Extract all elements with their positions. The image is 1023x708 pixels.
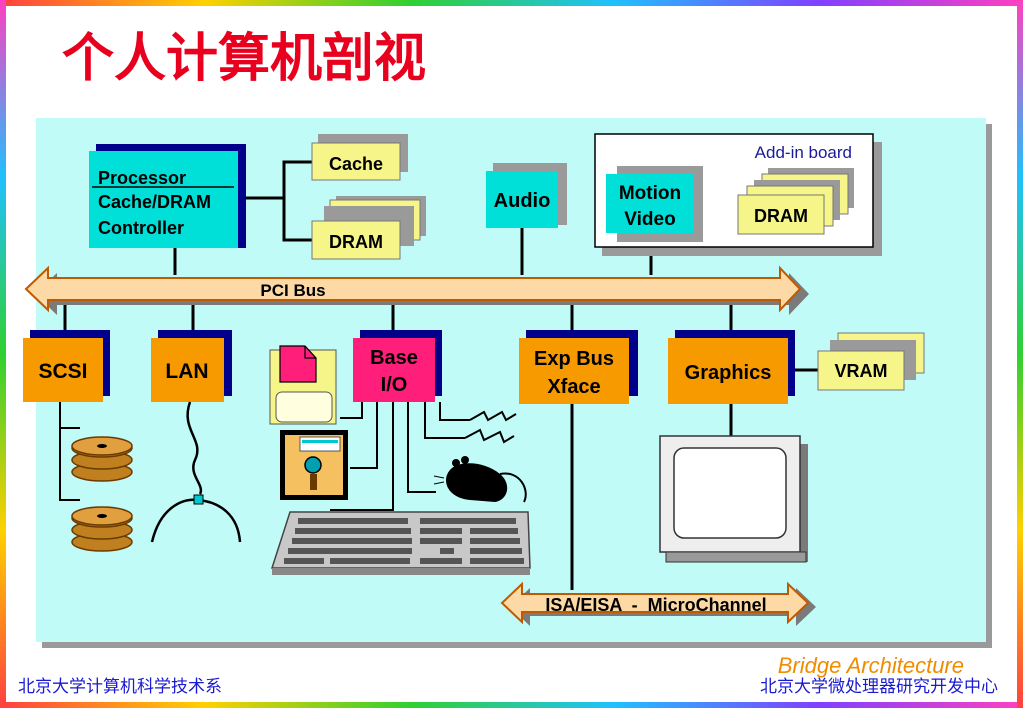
monitor-icon [659,435,808,563]
scsi-box [23,338,103,402]
motion-label: Motion [619,183,681,204]
addin-dram-label: DRAM [754,206,808,226]
isa-bus-label: ISA/EISA - MicroChannel [545,595,766,615]
printer-icon [269,345,337,425]
base-label: Base [370,347,418,369]
xface-label: Xface [547,376,600,398]
dram-label: DRAM [329,232,383,252]
lan-label: LAN [165,360,208,383]
lan-box [151,338,224,402]
cache-controller-label: Cache/DRAM [98,192,211,212]
network-cable-icon [150,401,242,543]
processor-label: Processor [98,168,186,188]
audio-label: Audio [494,190,551,212]
mouse-icon [433,456,527,503]
video-label: Video [624,209,675,230]
motion-video-box [606,174,694,233]
base-io-box [353,338,435,402]
pci-bus [24,265,802,313]
frame-right [1017,0,1023,708]
scsi-label: SCSI [38,360,87,383]
graphics-box [668,338,788,404]
exp-bus-box [519,338,629,404]
isa-bus [500,581,810,625]
controller-label: Controller [98,218,184,238]
frame-bottom [0,702,1023,708]
frame-left [0,0,6,708]
cache-label: Cache [329,154,383,174]
addin-board-label: Add-in board [755,143,852,162]
cache-box [311,142,401,181]
keyboard-icon [270,511,531,575]
pci-bus-label: PCI Bus [260,281,325,300]
vram-box [817,350,905,391]
vram-label: VRAM [835,361,888,381]
dram-box [311,220,401,260]
footer-right: 北京大学微处理器研究开发中心 [760,677,998,697]
page-title: 个人计算机剖视 [62,28,426,89]
addin-dram-box [737,194,825,235]
graphics-label: Graphics [685,362,772,384]
signal-icon [464,410,517,444]
hard-disk-icon [59,402,133,552]
footer-left: 北京大学计算机科学技术系 [18,677,222,697]
floppy-disk-icon [280,430,348,500]
base-io-connectors [330,402,470,511]
io-label: I/O [381,374,408,396]
processor-box [89,151,238,248]
bridge-architecture-caption: Bridge Architecture [778,653,964,678]
audio-box [486,171,558,228]
frame-top [0,0,1023,6]
exp-bus-label: Exp Bus [534,348,614,370]
